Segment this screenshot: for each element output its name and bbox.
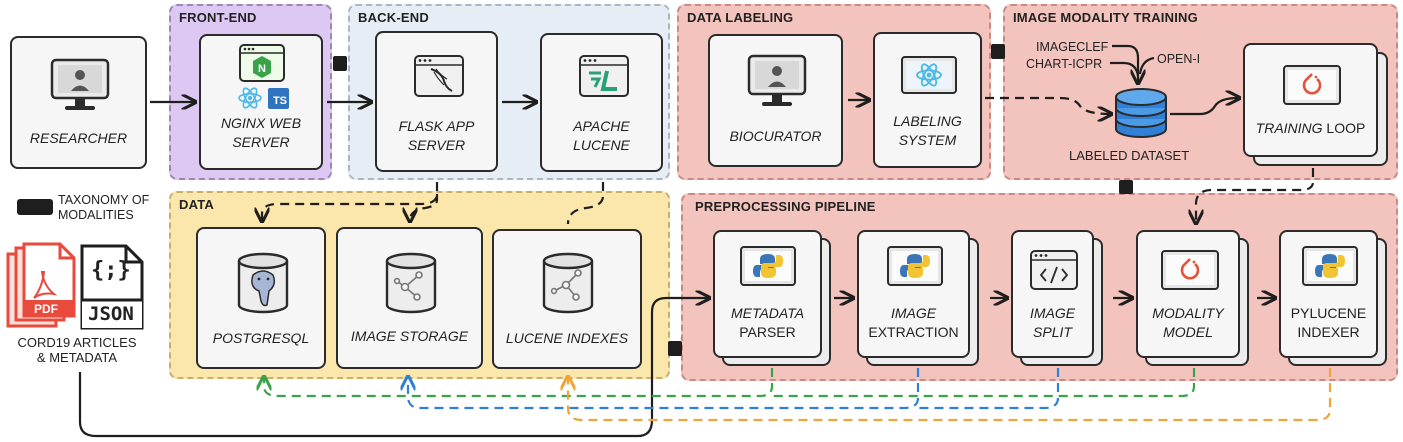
postgres-db-icon bbox=[237, 252, 289, 314]
taxonomy-marker bbox=[668, 341, 682, 356]
metadata-parser-label-2: PARSER bbox=[739, 324, 796, 340]
taxonomy-marker bbox=[1119, 180, 1133, 194]
flask-icon bbox=[414, 55, 464, 97]
monitor-user-icon bbox=[50, 58, 110, 110]
taxonomy-marker bbox=[333, 56, 347, 71]
training-loop-node: TRAINING LOOP bbox=[1243, 43, 1378, 157]
imageclef-label: IMAGECLEF bbox=[1036, 40, 1109, 54]
training-loop-label-b: LOOP bbox=[1322, 120, 1366, 136]
lucene-icon bbox=[579, 55, 629, 97]
training-title: IMAGE MODALITY TRAINING bbox=[1013, 10, 1198, 25]
biocurator-label: BIOCURATOR bbox=[729, 128, 822, 144]
taxonomy-legend-line1: TAXONOMY OF bbox=[58, 193, 150, 207]
image-extraction-label-1: IMAGE bbox=[890, 305, 937, 321]
nginx-letter: N bbox=[258, 63, 266, 75]
cord19-label-1: CORD19 ARTICLES bbox=[17, 335, 137, 350]
lucene-indexes-node: LUCENE INDEXES bbox=[492, 229, 642, 369]
postgresql-label: POSTGRESQL bbox=[212, 330, 310, 346]
labeling-system-label-2: SYSTEM bbox=[898, 132, 957, 148]
image-split-node: IMAGE SPLIT bbox=[1011, 230, 1094, 358]
pytorch-icon bbox=[1161, 250, 1219, 290]
biocurator-node: BIOCURATOR bbox=[708, 34, 843, 167]
flask-node: FLASK APP SERVER bbox=[375, 31, 498, 172]
labeling-system-label-1: LABELING bbox=[893, 113, 962, 129]
training-loop-label: TRAINING LOOP bbox=[1245, 119, 1376, 138]
modality-model-node: MODALITY MODEL bbox=[1136, 230, 1240, 358]
image-extraction-label-2: EXTRACTION bbox=[868, 324, 959, 340]
training-loop-label-a: TRAINING bbox=[1255, 120, 1323, 136]
pdf-label: PDF bbox=[34, 302, 58, 316]
code-window-icon bbox=[1030, 250, 1078, 290]
python-icon bbox=[740, 246, 796, 286]
json-braces: {;} bbox=[91, 258, 131, 283]
taxonomy-legend-swatch bbox=[17, 199, 53, 215]
postgresql-node: POSTGRESQL bbox=[196, 227, 326, 369]
flask-label-1: FLASK APP bbox=[398, 118, 475, 134]
metadata-parser-label-1: METADATA bbox=[730, 305, 805, 321]
image-extraction-node: IMAGE EXTRACTION bbox=[857, 230, 970, 358]
lucene-indexes-label: LUCENE INDEXES bbox=[505, 330, 629, 346]
flask-label-2: SERVER bbox=[407, 137, 466, 153]
labeling-system-node: LABELING SYSTEM bbox=[873, 32, 982, 168]
frontend-title: FRONT-END bbox=[179, 10, 257, 25]
taxonomy-legend-line2: MODALITIES bbox=[58, 208, 134, 222]
image-split-label-2: SPLIT bbox=[1033, 324, 1072, 340]
pdf-stack-icon bbox=[6, 242, 76, 328]
nginx-label-2: SERVER bbox=[232, 134, 290, 150]
labeled-dataset-label: LABELED DATASET bbox=[1069, 148, 1190, 163]
pylucene-indexer-label-1: PYLUCENE bbox=[1290, 305, 1367, 321]
data-title: DATA bbox=[179, 197, 214, 212]
chart-icpr-label: CHART-ICPR bbox=[1026, 57, 1103, 71]
pylucene-indexer-node: PYLUCENE INDEXER bbox=[1279, 230, 1378, 358]
monitor-user-icon bbox=[747, 54, 807, 106]
python-icon bbox=[887, 246, 943, 286]
modality-model-label-1: MODALITY bbox=[1152, 305, 1224, 321]
pylucene-indexer-label-2: INDEXER bbox=[1297, 324, 1360, 340]
nginx-label-1: NGINX WEB bbox=[220, 115, 302, 131]
typescript-icon: TS bbox=[268, 88, 289, 109]
apache-lucene-node: APACHE LUCENE bbox=[540, 33, 663, 172]
modality-model-label-2: MODEL bbox=[1163, 324, 1213, 340]
database-icon bbox=[1115, 88, 1167, 138]
labeling-title: DATA LABELING bbox=[687, 10, 794, 25]
open-i-label: OPEN-I bbox=[1157, 52, 1201, 66]
metadata-parser-node: METADATA PARSER bbox=[713, 230, 822, 358]
python-icon bbox=[1302, 246, 1358, 286]
index-db-icon bbox=[542, 252, 594, 314]
nginx-node: N TS NGINX WEB SERVER bbox=[199, 34, 323, 170]
backend-title: BACK-END bbox=[358, 10, 429, 25]
image-split-label-1: IMAGE bbox=[1029, 305, 1076, 321]
pytorch-icon bbox=[1283, 65, 1341, 105]
researcher-node: RESEARCHER bbox=[10, 36, 147, 169]
image-storage-node: IMAGE STORAGE bbox=[336, 227, 483, 369]
react-app-icon bbox=[901, 56, 957, 94]
storage-db-icon bbox=[385, 252, 437, 314]
apache-lucene-label-2: LUCENE bbox=[573, 137, 630, 153]
react-icon bbox=[238, 87, 262, 109]
image-storage-label: IMAGE STORAGE bbox=[350, 328, 469, 344]
cord19-label-2: & METADATA bbox=[36, 350, 118, 365]
json-label: JSON bbox=[88, 303, 134, 325]
researcher-label: RESEARCHER bbox=[29, 130, 128, 146]
nginx-icon: N bbox=[239, 44, 285, 82]
preprocessing-title: PREPROCESSING PIPELINE bbox=[695, 199, 876, 214]
apache-lucene-label-1: APACHE bbox=[573, 118, 630, 134]
